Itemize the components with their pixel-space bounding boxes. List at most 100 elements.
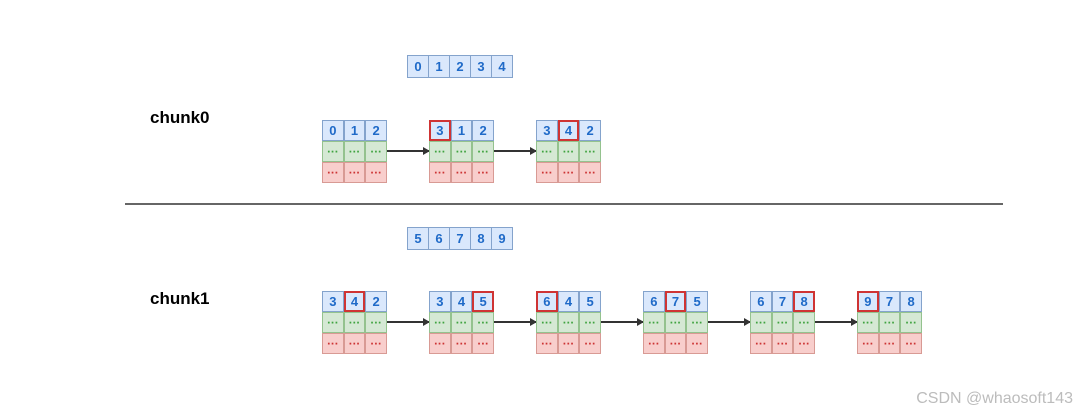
ellipsis: ... xyxy=(584,332,596,347)
value-cell: 7 xyxy=(664,291,687,312)
dots-cell: ... xyxy=(557,332,580,354)
ellipsis: ... xyxy=(477,161,489,176)
ellipsis: ... xyxy=(776,332,789,347)
input-cell: 5 xyxy=(407,227,429,250)
dots-cell: ... xyxy=(429,312,451,333)
ellipsis: ... xyxy=(327,332,339,347)
chunk0-label: chunk0 xyxy=(150,108,210,127)
chunk1-label: chunk1 xyxy=(150,289,210,308)
ellipsis: ... xyxy=(562,332,575,347)
dots-cell: ... xyxy=(343,162,366,183)
flow-arrow xyxy=(387,147,430,155)
value-cell: 3 xyxy=(536,120,558,141)
value-cell: 5 xyxy=(579,291,601,312)
dots-cell: ... xyxy=(878,311,901,333)
value-cell: 4 xyxy=(557,120,580,141)
ellipsis: ... xyxy=(883,332,896,347)
value-cell: 7 xyxy=(878,291,901,312)
state-table: 0 1 2 ... ... ... ... ... ... xyxy=(322,120,387,183)
dots-cell: ... xyxy=(536,312,558,333)
dots-cell: ... xyxy=(557,312,580,333)
ellipsis: ... xyxy=(584,161,596,176)
flow-arrow xyxy=(494,318,537,326)
dots-cell: ... xyxy=(429,162,451,183)
dots-cell: ... xyxy=(450,312,473,333)
dots-cell: ... xyxy=(557,162,580,183)
dots-cell: ... xyxy=(900,312,922,333)
ellipsis: ... xyxy=(755,311,767,326)
state-table: 3 4 2 ... ... ... ... ... ... xyxy=(536,120,601,183)
ellipsis: ... xyxy=(648,311,660,326)
dots-cell: ... xyxy=(857,333,879,354)
ellipsis: ... xyxy=(348,140,361,155)
ellipsis: ... xyxy=(370,332,382,347)
ellipsis: ... xyxy=(648,332,660,347)
dots-cell: ... xyxy=(900,333,922,354)
ellipsis: ... xyxy=(541,332,553,347)
value-cell: 4 xyxy=(557,291,580,312)
ellipsis: ... xyxy=(455,161,468,176)
dots-cell: ... xyxy=(793,333,815,354)
input-cell: 4 xyxy=(491,55,513,78)
input-cell: 3 xyxy=(470,55,492,78)
ellipsis: ... xyxy=(905,311,917,326)
dots-cell: ... xyxy=(472,333,494,354)
dots-cell: ... xyxy=(450,333,473,354)
dots-cell: ... xyxy=(429,333,451,354)
ellipsis: ... xyxy=(669,311,682,326)
ellipsis: ... xyxy=(862,311,874,326)
ellipsis: ... xyxy=(370,161,382,176)
ellipsis: ... xyxy=(455,140,468,155)
ellipsis: ... xyxy=(883,311,896,326)
state-table: 3 1 2 ... ... ... ... ... ... xyxy=(429,120,494,183)
dots-cell: ... xyxy=(750,333,772,354)
ellipsis: ... xyxy=(434,311,446,326)
value-cell: 2 xyxy=(472,120,494,141)
ellipsis: ... xyxy=(798,311,810,326)
dots-cell: ... xyxy=(536,333,558,354)
dots-cell: ... xyxy=(643,333,665,354)
input-cell: 8 xyxy=(470,227,492,250)
ellipsis: ... xyxy=(370,311,382,326)
ellipsis: ... xyxy=(434,140,446,155)
chunk1-input-sequence: 5 6 7 8 9 xyxy=(407,227,513,250)
dots-cell: ... xyxy=(322,162,344,183)
dots-cell: ... xyxy=(343,140,366,162)
value-cell: 8 xyxy=(900,291,922,312)
dots-cell: ... xyxy=(686,312,708,333)
value-cell: 6 xyxy=(643,291,665,312)
dots-cell: ... xyxy=(472,312,494,333)
dots-cell: ... xyxy=(365,333,387,354)
dots-cell: ... xyxy=(536,141,558,162)
ellipsis: ... xyxy=(862,332,874,347)
value-cell: 9 xyxy=(857,291,879,312)
value-cell: 8 xyxy=(793,291,815,312)
value-cell: 2 xyxy=(579,120,601,141)
ellipsis: ... xyxy=(477,311,489,326)
value-cell: 2 xyxy=(365,291,387,312)
state-table: 9 7 8 ... ... ... ... ... ... xyxy=(857,291,922,354)
ellipsis: ... xyxy=(669,332,682,347)
dots-cell: ... xyxy=(472,141,494,162)
ellipsis: ... xyxy=(905,332,917,347)
dots-cell: ... xyxy=(793,312,815,333)
state-table: 6 7 5 ... ... ... ... ... ... xyxy=(643,291,708,354)
dots-cell: ... xyxy=(472,162,494,183)
value-cell: 3 xyxy=(322,291,344,312)
ellipsis: ... xyxy=(776,311,789,326)
dots-cell: ... xyxy=(322,333,344,354)
input-cell: 7 xyxy=(449,227,471,250)
value-cell: 6 xyxy=(750,291,772,312)
state-table: 3 4 2 ... ... ... ... ... ... xyxy=(322,291,387,354)
ellipsis: ... xyxy=(541,311,553,326)
dots-cell: ... xyxy=(365,312,387,333)
dots-cell: ... xyxy=(664,332,687,354)
ellipsis: ... xyxy=(434,161,446,176)
dots-cell: ... xyxy=(365,162,387,183)
flow-arrow xyxy=(708,318,751,326)
watermark: CSDN @whaosoft143 xyxy=(916,390,1073,407)
value-cell: 1 xyxy=(343,120,366,141)
value-cell: 3 xyxy=(429,291,451,312)
value-cell: 1 xyxy=(450,120,473,141)
